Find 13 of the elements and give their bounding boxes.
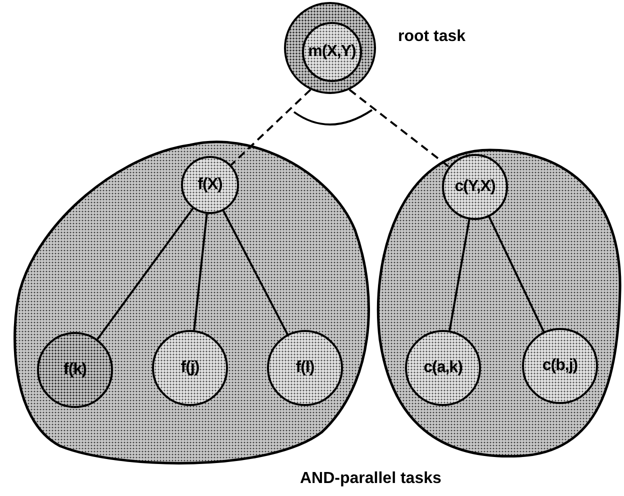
dashed-connector (348, 88, 450, 168)
task-label: f(l) (296, 359, 314, 377)
group-caption: AND-parallel tasks (300, 470, 442, 488)
task-label: c(b,j) (542, 357, 578, 375)
task-label: f(X) (198, 176, 222, 194)
node-caption: root task (398, 28, 466, 46)
task-label: f(j) (180, 359, 200, 377)
task-label: c(Y,X) (454, 178, 496, 196)
task-label: m(X,Y) (308, 43, 356, 61)
tree-line (448, 219, 470, 331)
task-circle (302, 22, 362, 82)
tree-line (222, 210, 288, 335)
task-label: c(a,k) (424, 359, 462, 377)
